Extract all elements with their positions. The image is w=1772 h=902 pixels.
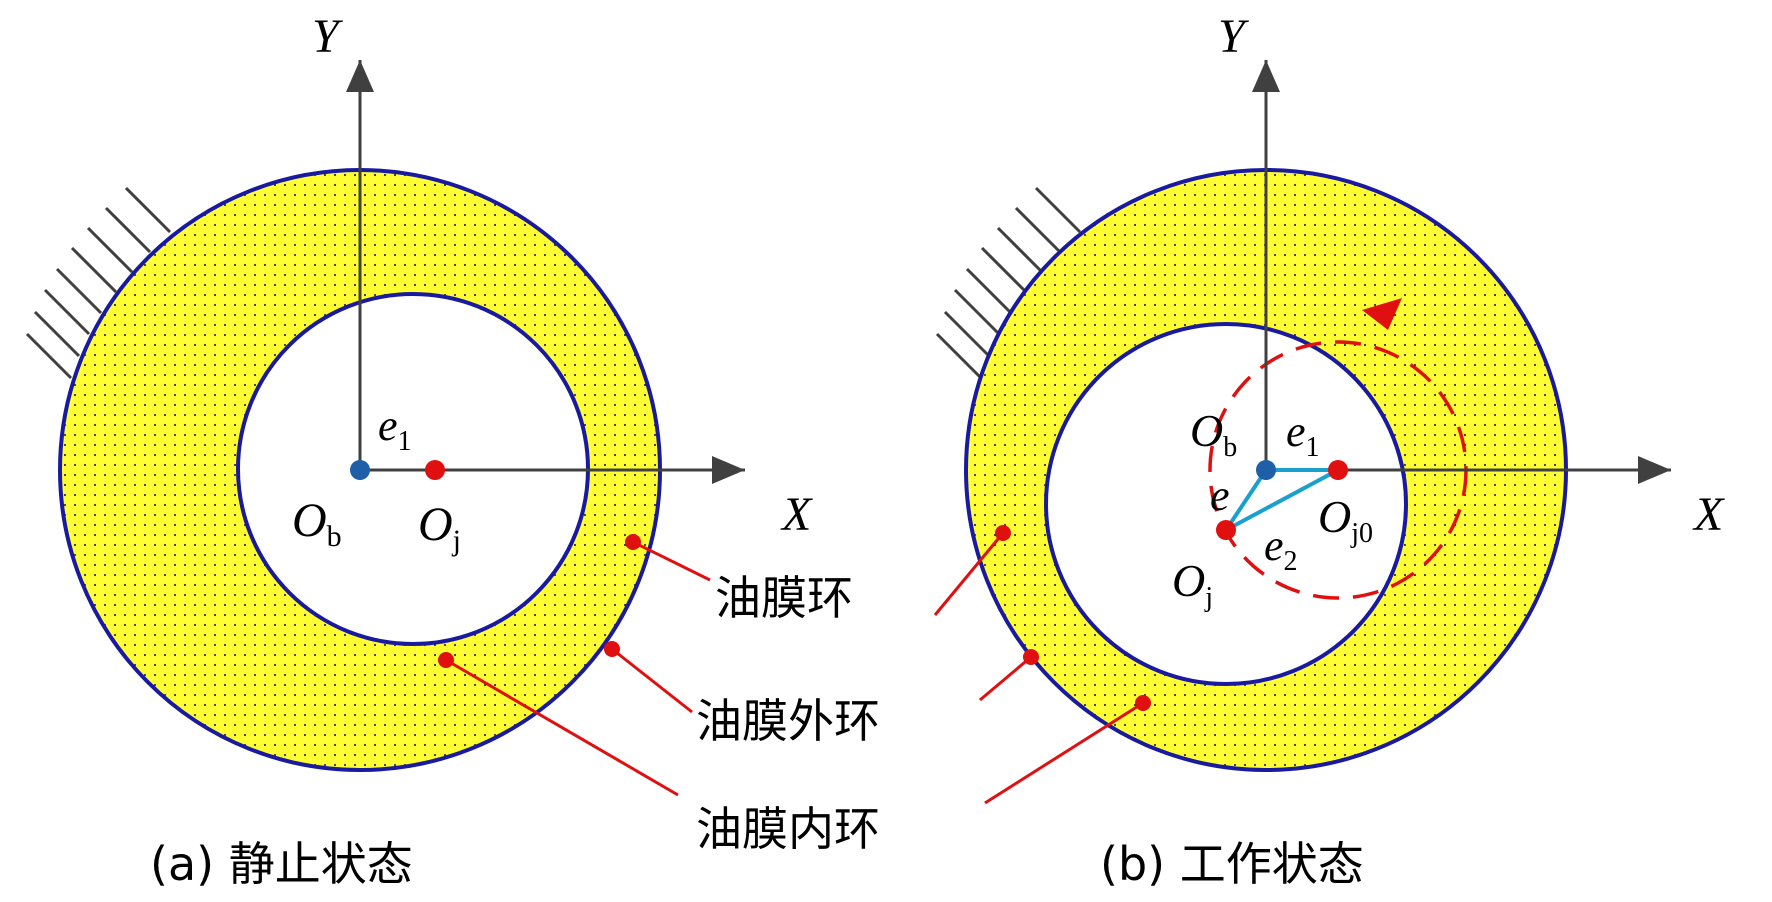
- ecc2-label-b: e2: [1264, 521, 1298, 577]
- x-axis-label-b: X: [1692, 488, 1725, 541]
- oil-film-inner-ring-b: [1044, 322, 1408, 686]
- caption-b: (b) 工作状态: [1100, 837, 1364, 891]
- bearing-center-label-a: Ob: [292, 494, 342, 553]
- journal-center-a: [425, 460, 445, 480]
- support-hatch-a: [25, 186, 172, 380]
- leader-lines: [445, 532, 1144, 805]
- oil-film-ring-b: [966, 170, 1566, 770]
- diagram-b: Y X Ob e1 e Oj0 e2 Oj (b) 工作状态: [935, 10, 1725, 891]
- ecc1-label-b: e1: [1286, 407, 1320, 463]
- x-axis-label-a: X: [780, 488, 813, 541]
- journal-center0-b: [1328, 460, 1348, 480]
- y-axis-label-a: Y: [312, 10, 343, 63]
- y-axis-arrow-b: [1252, 60, 1280, 92]
- y-axis-arrow-a: [346, 60, 374, 92]
- journal-center-label-b: Oj: [1172, 555, 1213, 613]
- bearing-center-label-b: Ob: [1190, 405, 1237, 463]
- diagram-a: Y X e1 Ob Oj (a) 静止状态: [25, 10, 813, 891]
- eccentricity-label-a: e1: [378, 401, 412, 457]
- caption-a: (a) 静止状态: [150, 837, 413, 891]
- oil-film-ring-a: [60, 170, 660, 770]
- y-axis-label-b: Y: [1218, 10, 1249, 63]
- x-axis-arrow-a: [712, 456, 745, 484]
- journal-center0-label-b: Oj0: [1318, 491, 1373, 549]
- bearing-center-a: [350, 460, 370, 480]
- label-oil-film-inner-ring: 油膜内环: [696, 802, 880, 856]
- ecc-label-b: e: [1210, 471, 1230, 520]
- label-oil-film-outer-ring: 油膜外环: [696, 694, 880, 748]
- x-axis-arrow-b: [1638, 456, 1671, 484]
- journal-center-b: [1216, 520, 1236, 540]
- label-oil-film-ring: 油膜环: [715, 571, 853, 625]
- bearing-center-b: [1256, 460, 1276, 480]
- whirl-direction-arrow: [1362, 298, 1402, 330]
- eccentricity-triangle: [1224, 468, 1339, 532]
- journal-center-label-a: Oj: [418, 498, 461, 557]
- support-hatch-b: [935, 186, 1082, 380]
